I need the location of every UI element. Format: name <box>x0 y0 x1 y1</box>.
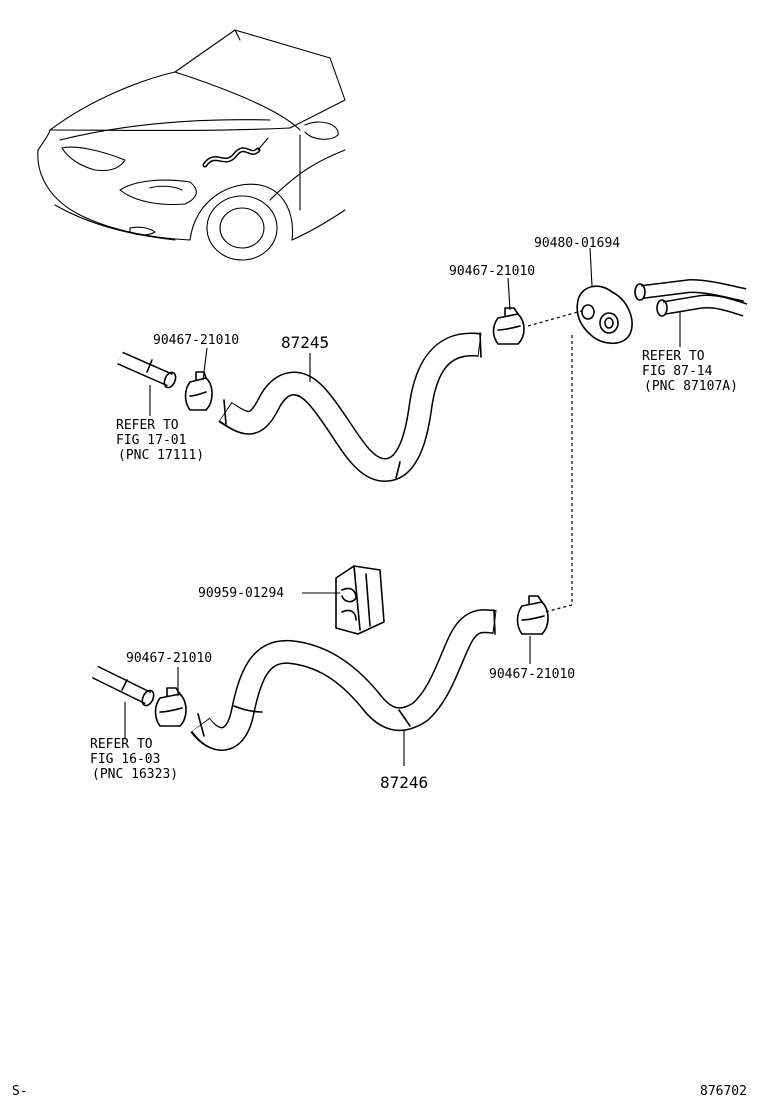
label-90959-01294: 90959-01294 <box>198 586 284 601</box>
footer-left-code: S- <box>12 1084 28 1099</box>
pipe-bottom-left <box>91 665 155 707</box>
pipe-top-left <box>117 351 177 389</box>
refer-top-right-line3: (PNC 87107A) <box>644 379 738 394</box>
part-labels: 90480-01694 90467-21010 90467-21010 8724… <box>12 236 747 1099</box>
refer-top-left-line3: (PNC 17111) <box>118 448 204 463</box>
refer-top-left-line2: FIG 17-01 <box>116 433 186 448</box>
hose-clamp-bottom-right <box>516 595 549 635</box>
label-90467-top-right: 90467-21010 <box>449 264 535 279</box>
grommet-90480 <box>576 285 633 345</box>
hose-87245 <box>218 332 482 482</box>
hose-clamp-top-left <box>184 371 213 411</box>
hose-clamp-top-right <box>492 307 525 345</box>
hose-87246 <box>190 609 497 751</box>
refer-bottom-left-line2: FIG 16-03 <box>90 752 160 767</box>
refer-bottom-left-line3: (PNC 16323) <box>92 767 178 782</box>
leader-lines <box>124 247 681 766</box>
label-90467-bottom-left: 90467-21010 <box>126 651 212 666</box>
label-90480-01694: 90480-01694 <box>534 236 620 251</box>
refer-top-right-line2: FIG 87-14 <box>642 364 713 379</box>
refer-bottom-left-line1: REFER TO <box>90 737 153 752</box>
label-87246: 87246 <box>380 773 428 792</box>
car-illustration <box>37 29 346 261</box>
hose-clamp-bottom-left <box>154 687 187 727</box>
label-90467-bottom-right: 90467-21010 <box>489 667 575 682</box>
footer-right-code: 876702 <box>700 1084 747 1099</box>
pipes-top-right <box>634 278 748 317</box>
label-90467-top-left: 90467-21010 <box>153 333 239 348</box>
connection-lines <box>527 309 586 613</box>
label-87245: 87245 <box>281 333 329 352</box>
clip-90959 <box>335 565 385 635</box>
refer-top-left-line1: REFER TO <box>116 418 179 433</box>
refer-top-right-line1: REFER TO <box>642 349 705 364</box>
